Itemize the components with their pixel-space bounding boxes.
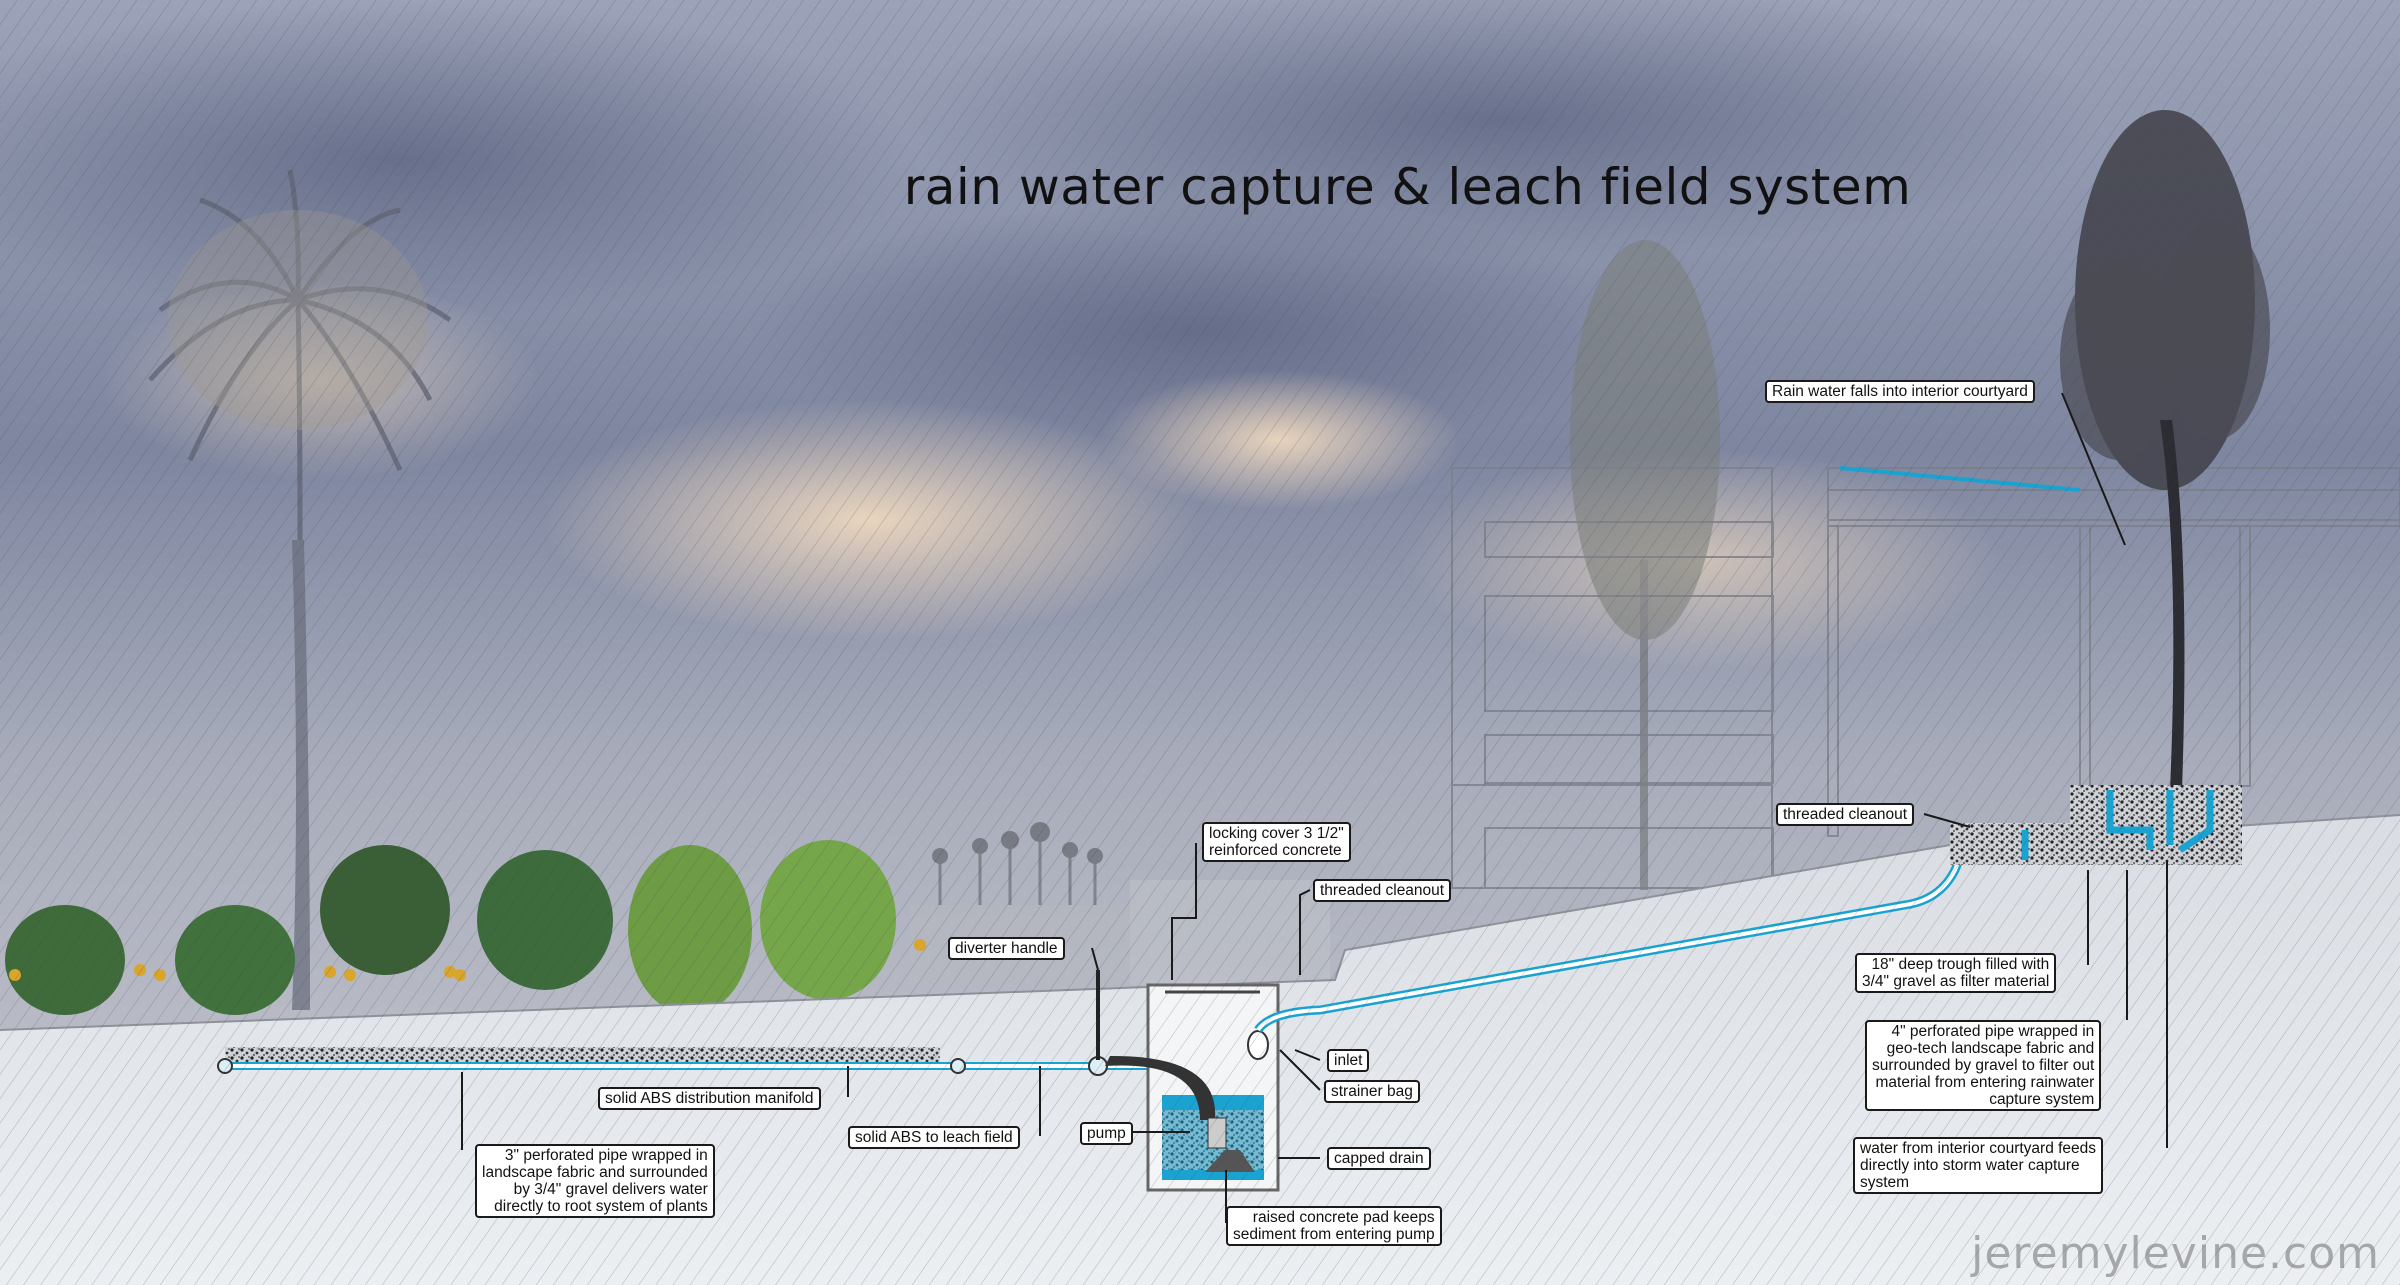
callout-capped-drain: capped drain — [1327, 1147, 1431, 1170]
callout-trough: 18" deep trough filled with 3/4" gravel … — [1855, 953, 2057, 993]
callout-abs-leach: solid ABS to leach field — [848, 1126, 1020, 1149]
callout-pump: pump — [1080, 1122, 1133, 1145]
callout-perforated-pipe-left: 3" perforated pipe wrapped in landscape … — [475, 1144, 715, 1218]
callout-raised-pad: raised concrete pad keeps sediment from … — [1226, 1206, 1442, 1246]
leader-lines — [461, 392, 2168, 1223]
callout-strainer-bag: strainer bag — [1324, 1080, 1420, 1103]
callout-perforated-pipe-right: 4" perforated pipe wrapped in geo-tech l… — [1865, 1020, 2102, 1111]
watermark: jeremylevine.com — [1971, 1228, 2380, 1279]
callout-courtyard-feed: water from interior courtyard feeds dire… — [1853, 1137, 2104, 1194]
callout-threaded-cleanout-tank: threaded cleanout — [1313, 879, 1452, 902]
callout-diverter-handle: diverter handle — [948, 937, 1065, 960]
callout-locking-cover: locking cover 3 1/2" reinforced concrete — [1202, 822, 1351, 862]
callout-rain-courtyard: Rain water falls into interior courtyard — [1765, 380, 2035, 403]
callout-abs-manifold: solid ABS distribution manifold — [598, 1087, 821, 1110]
callout-inlet: inlet — [1327, 1049, 1370, 1072]
diagram-title: rain water capture & leach field system — [903, 158, 1912, 216]
callout-threaded-cleanout-right: threaded cleanout — [1776, 803, 1915, 826]
